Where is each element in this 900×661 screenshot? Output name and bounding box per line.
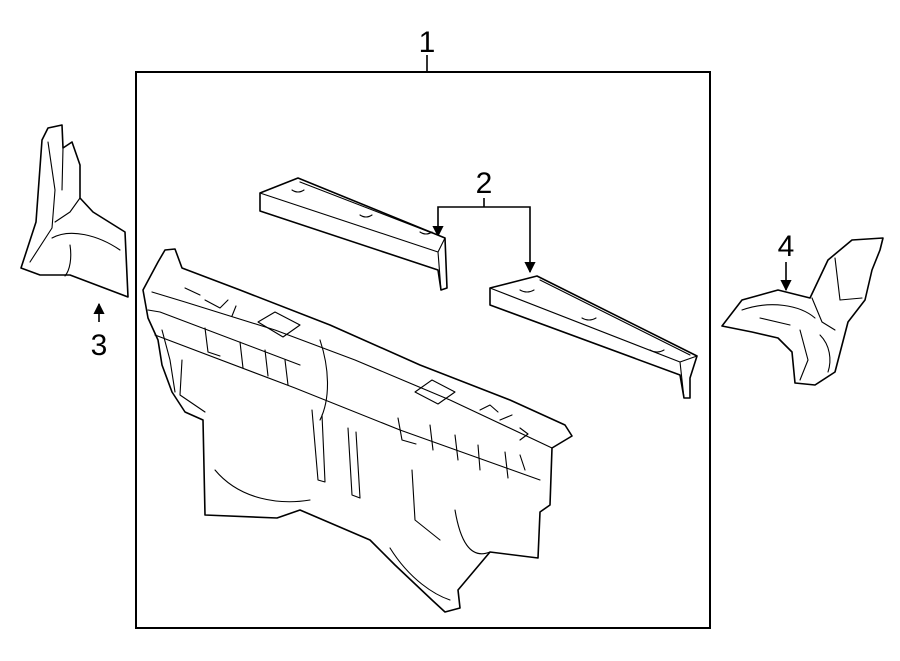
callout-4-label: 4 xyxy=(778,230,795,263)
callout-3-label: 3 xyxy=(91,329,108,362)
upper-brace-left xyxy=(259,177,448,291)
left-bracket-part-3 xyxy=(20,124,129,298)
callout-2-label: 2 xyxy=(476,167,493,200)
main-panel xyxy=(142,248,573,613)
upper-brace-right xyxy=(489,275,698,399)
callout-1-label: 1 xyxy=(419,26,436,59)
assembly-frame xyxy=(135,71,711,629)
right-bracket-part-4 xyxy=(721,237,884,386)
callout-2-leader xyxy=(432,198,536,274)
